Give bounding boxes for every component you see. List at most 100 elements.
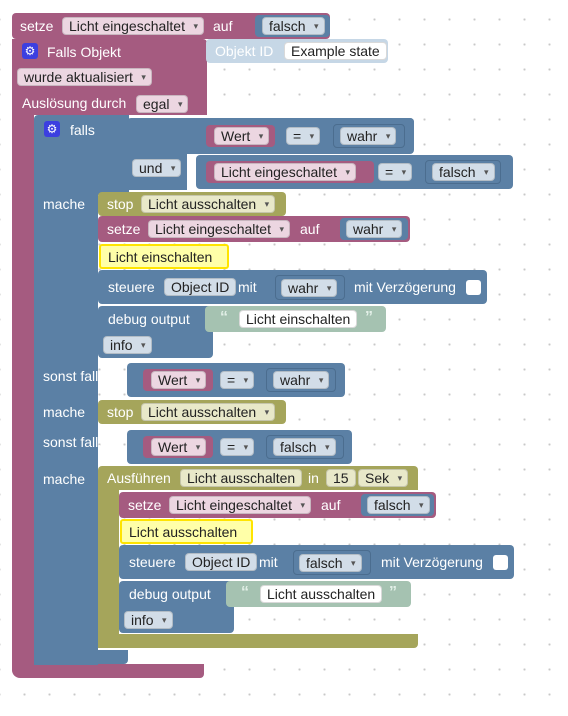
comment-block[interactable]: Licht einschalten	[99, 244, 229, 269]
stop-timeout-block[interactable]: stop Licht ausschalten▾	[98, 192, 286, 216]
boolean-dropdown[interactable]: falsch▾	[273, 438, 336, 456]
object-id-block[interactable]: Objekt ID Example state	[206, 39, 388, 63]
in-keyword: in	[308, 470, 319, 486]
gear-icon[interactable]: ⚙	[22, 43, 38, 59]
delay-number-field[interactable]: 15	[326, 469, 356, 487]
time-unit-dropdown[interactable]: Sek▾	[358, 469, 409, 487]
stop-keyword: stop	[107, 196, 134, 212]
if-block-spine	[34, 195, 98, 665]
variable-get-block[interactable]: Wert▾	[143, 436, 213, 458]
gear-icon[interactable]: ⚙	[44, 121, 60, 137]
dropdown-arrow-icon: ▾	[385, 131, 391, 141]
stop-timeout-block[interactable]: stop Licht ausschalten▾	[98, 400, 286, 424]
logic-operator-dropdown[interactable]: und▾	[132, 159, 182, 177]
trigger-label: Auslösung durch	[22, 95, 127, 111]
boolean-block[interactable]: falsch▾	[255, 15, 330, 37]
operator-dropdown[interactable]: =▾	[286, 127, 321, 145]
object-id-field[interactable]: Object ID	[185, 553, 258, 571]
stop-keyword: stop	[107, 404, 134, 420]
compare-block-2[interactable]: Licht eingeschaltet▾ =▾ falsch▾	[196, 155, 513, 189]
dropdown-arrow-icon: ▾	[391, 224, 397, 234]
variable-get-block[interactable]: Wert▾	[206, 125, 275, 147]
variable-dropdown[interactable]: Licht eingeschaltet▾	[62, 17, 204, 35]
variable-get-block[interactable]: Wert▾	[143, 369, 213, 391]
boolean-block[interactable]: falsch▾	[425, 160, 501, 184]
text-block[interactable]: “ Licht ausschalten ”	[226, 581, 411, 607]
variable-dropdown[interactable]: Licht eingeschaltet▾	[148, 220, 290, 238]
delay-checkbox[interactable]	[466, 280, 481, 295]
object-id-field[interactable]: Object ID	[164, 278, 237, 296]
trigger-block-bottom	[12, 664, 204, 678]
boolean-dropdown[interactable]: falsch▾	[432, 163, 495, 181]
boolean-dropdown[interactable]: wahr▾	[346, 220, 403, 238]
timeout-dropdown[interactable]: Licht ausschalten▾	[141, 403, 276, 421]
variable-dropdown[interactable]: Licht eingeschaltet▾	[169, 496, 311, 514]
trigger-block-spine	[12, 115, 34, 677]
variable-dropdown[interactable]: Wert▾	[151, 371, 207, 389]
boolean-dropdown[interactable]: falsch▾	[262, 17, 325, 35]
boolean-block[interactable]: wahr▾	[340, 218, 408, 240]
operator-dropdown[interactable]: =▾	[220, 371, 255, 389]
control-keyword: steuere	[129, 554, 176, 570]
dropdown-arrow-icon: ▾	[141, 340, 146, 350]
dropdown-arrow-icon: ▾	[195, 442, 201, 452]
timeout-dropdown[interactable]: Licht ausschalten▾	[141, 195, 276, 213]
operator-dropdown[interactable]: =▾	[378, 163, 413, 181]
delay-checkbox[interactable]	[493, 555, 508, 570]
dropdown-arrow-icon: ▾	[195, 375, 201, 385]
compare-block-3[interactable]: Wert▾ =▾ wahr▾	[127, 363, 345, 397]
else-if-keyword: sonst falls	[43, 368, 106, 384]
compare-block-4[interactable]: Wert▾ =▾ falsch▾	[127, 430, 352, 464]
boolean-dropdown[interactable]: falsch▾	[299, 554, 362, 572]
boolean-block[interactable]: falsch▾	[361, 494, 434, 516]
set-variable-block[interactable]: setze Licht eingeschaltet▾ auf falsch▾	[119, 492, 436, 518]
control-block[interactable]: steuere Object ID mit wahr▾ mit Verzöger…	[98, 270, 487, 304]
boolean-dropdown[interactable]: falsch▾	[367, 496, 430, 514]
dropdown-arrow-icon: ▾	[258, 131, 264, 141]
variable-get-block[interactable]: Licht eingeschaltet▾	[206, 161, 374, 183]
object-id-field[interactable]: Example state	[284, 42, 387, 60]
operator-dropdown[interactable]: =▾	[220, 438, 255, 456]
boolean-dropdown[interactable]: wahr▾	[273, 371, 330, 389]
dropdown-arrow-icon: ▾	[484, 167, 489, 177]
dropdown-arrow-icon: ▾	[243, 442, 249, 452]
dropdown-arrow-icon: ▾	[162, 615, 167, 625]
dropdown-arrow-icon: ▾	[326, 283, 332, 293]
if-block-bottom	[34, 650, 128, 664]
object-id-label: Objekt ID	[215, 43, 274, 59]
delay-label: mit Verzögerung	[381, 554, 483, 570]
compare-block-1[interactable]: Wert▾ =▾ wahr▾	[196, 118, 414, 152]
text-block[interactable]: “ Licht einschalten ”	[205, 306, 386, 332]
variable-dropdown[interactable]: Wert▾	[214, 127, 270, 145]
event-dropdown[interactable]: wurde aktualisiert▾	[17, 68, 152, 86]
boolean-block[interactable]: falsch▾	[293, 550, 371, 575]
text-field[interactable]: Licht ausschalten	[260, 585, 383, 603]
set-variable-block[interactable]: setze Licht eingeschaltet▾ auf falsch▾	[12, 13, 330, 39]
boolean-block[interactable]: wahr▾	[333, 124, 405, 148]
boolean-block[interactable]: falsch▾	[266, 435, 344, 459]
dropdown-arrow-icon: ▾	[419, 500, 424, 510]
comment-text: Licht ausschalten	[129, 524, 238, 540]
delay-label: mit Verzögerung	[354, 279, 456, 295]
text-field[interactable]: Licht einschalten	[239, 310, 358, 328]
variable-dropdown[interactable]: Licht eingeschaltet▾	[214, 163, 356, 181]
timeout-name-field[interactable]: Licht ausschalten	[180, 469, 303, 487]
log-level-dropdown[interactable]: info▾	[124, 611, 173, 629]
comment-block[interactable]: Licht ausschalten	[120, 519, 253, 544]
control-block[interactable]: steuere Object ID mit falsch▾ mit Verzög…	[119, 545, 514, 579]
variable-dropdown[interactable]: Wert▾	[151, 438, 207, 456]
log-level-dropdown[interactable]: info▾	[103, 336, 152, 354]
boolean-block[interactable]: wahr▾	[266, 368, 336, 392]
boolean-dropdown[interactable]: wahr▾	[340, 127, 397, 145]
boolean-block[interactable]: wahr▾	[275, 275, 345, 300]
dropdown-arrow-icon: ▾	[243, 375, 249, 385]
dropdown-arrow-icon: ▾	[351, 558, 356, 568]
run-keyword: Ausführen	[107, 470, 171, 486]
boolean-dropdown[interactable]: wahr▾	[281, 279, 338, 297]
control-keyword: steuere	[108, 279, 155, 295]
set-keyword: setze	[128, 497, 162, 513]
dropdown-arrow-icon: ▾	[318, 375, 324, 385]
dropdown-arrow-icon: ▾	[309, 131, 315, 141]
set-variable-block[interactable]: setze Licht eingeschaltet▾ auf wahr▾	[98, 216, 410, 242]
trigger-dropdown[interactable]: egal▾	[136, 95, 189, 113]
